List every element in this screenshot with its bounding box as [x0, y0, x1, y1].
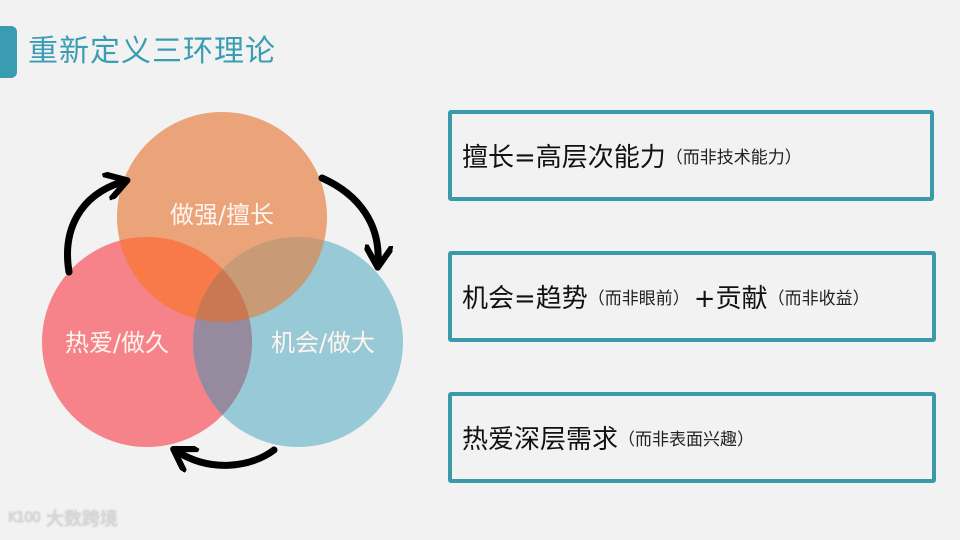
- label-strength: 做强/擅长: [169, 201, 275, 229]
- definition-box-opportunity: 机会=趋势 （而非眼前） +贡献 （而非收益）: [448, 251, 936, 342]
- watermark: K100 大数跨境: [8, 505, 118, 531]
- slide-title: 重新定义三环理论: [28, 34, 276, 69]
- arrow-top-to-right-icon: [318, 174, 378, 262]
- overlap-top-right: [193, 237, 327, 322]
- box-note-text: （而非眼前）: [587, 289, 690, 309]
- title-accent-bar: [0, 26, 17, 78]
- label-opportunity: 机会/做大: [270, 329, 376, 357]
- box-main-text: 机会=趋势: [462, 284, 588, 314]
- box-note2-text: （而非收益）: [767, 289, 870, 309]
- box-plus-text: +贡献: [693, 284, 768, 314]
- watermark-text: 大数跨境: [45, 509, 118, 530]
- box-note-text: （而非表面兴趣）: [618, 430, 755, 450]
- box-note-text: （而非技术能力）: [665, 148, 802, 168]
- arrow-right-to-left-icon: [178, 450, 278, 465]
- venn-diagram: [42, 112, 403, 540]
- definition-box-passion: 热爱深层需求 （而非表面兴趣）: [448, 392, 936, 483]
- box-main-text: 擅长=高层次能力: [462, 143, 666, 173]
- label-passion: 热爱/做久: [64, 329, 170, 357]
- arrow-left-to-top-icon: [64, 182, 122, 276]
- box-main-text: 热爱深层需求: [462, 425, 619, 455]
- definition-box-strength: 擅长=高层次能力 （而非技术能力）: [448, 110, 934, 201]
- watermark-logo-icon: K100: [8, 510, 41, 526]
- overlap-top-left: [117, 237, 252, 322]
